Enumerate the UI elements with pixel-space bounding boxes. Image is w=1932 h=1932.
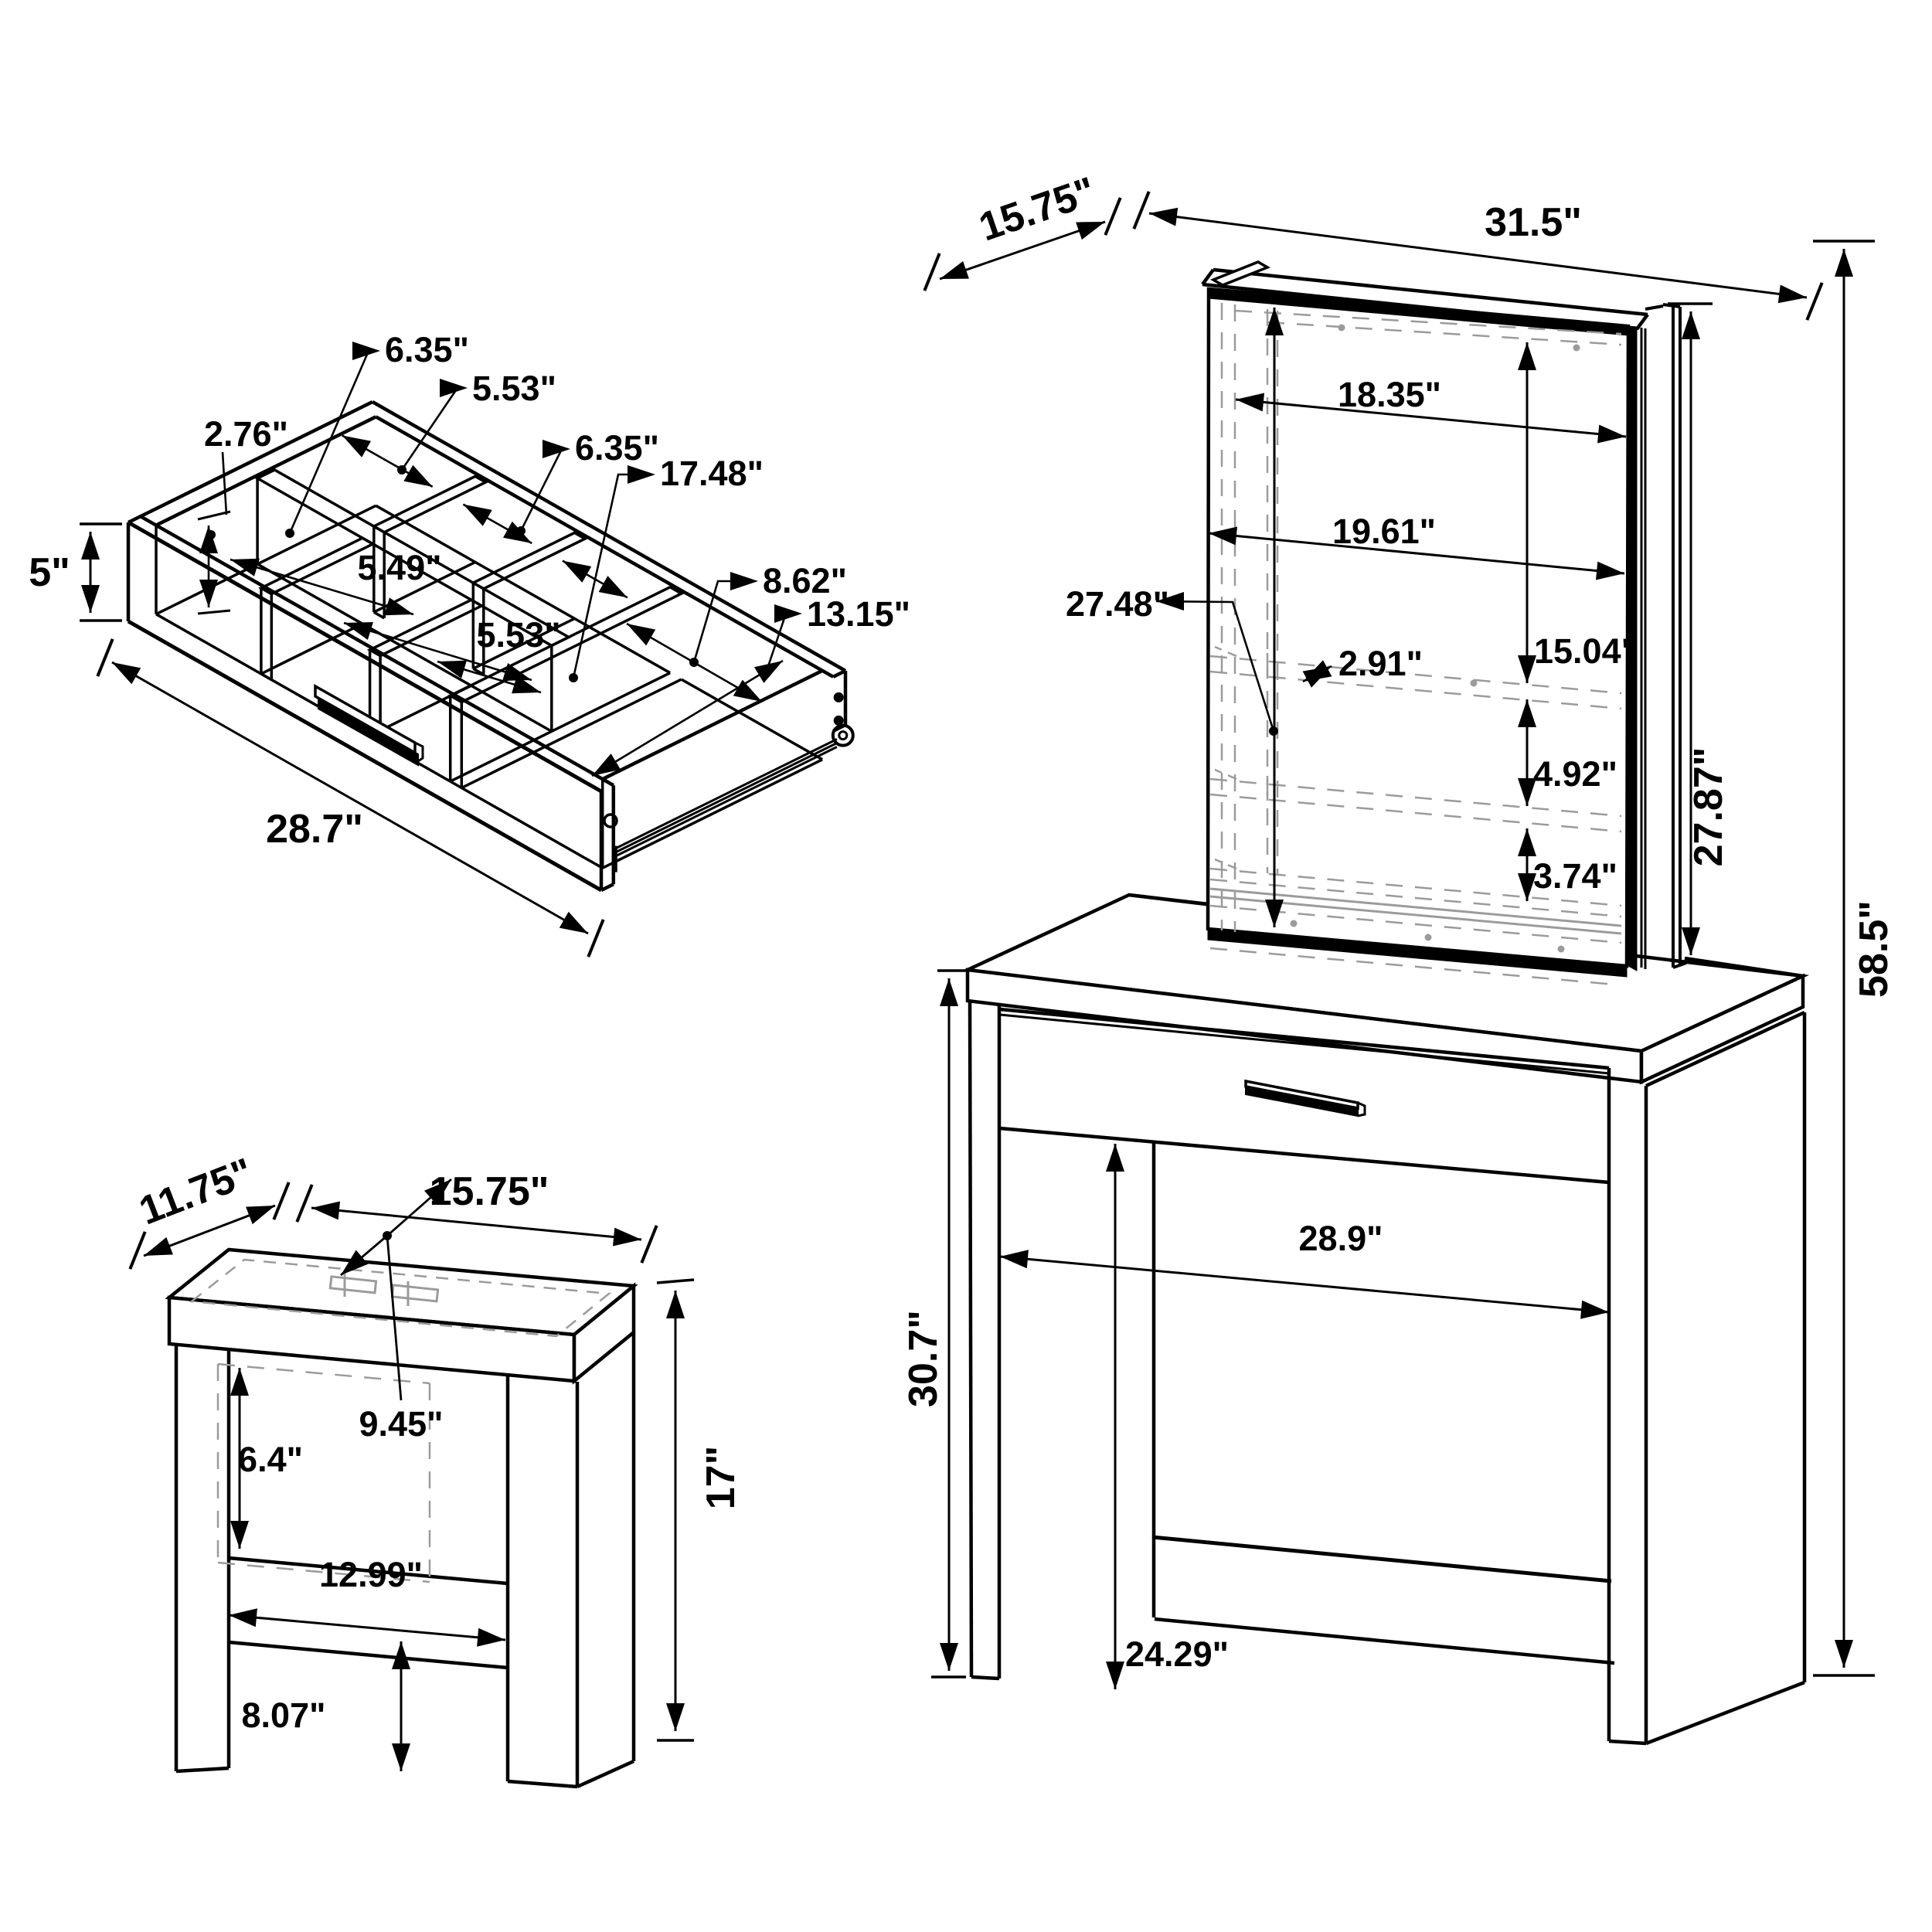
svg-text:6.4": 6.4" <box>238 1440 303 1479</box>
svg-text:18.35": 18.35" <box>1338 375 1441 414</box>
svg-text:30.7": 30.7" <box>901 1310 946 1407</box>
svg-text:6.35": 6.35" <box>575 428 659 468</box>
svg-text:15.04": 15.04" <box>1534 631 1638 671</box>
svg-text:27.87": 27.87" <box>1686 747 1731 867</box>
svg-text:4.92": 4.92" <box>1533 754 1617 794</box>
svg-text:24.29": 24.29" <box>1125 1634 1229 1674</box>
svg-text:58.5": 58.5" <box>1852 900 1896 998</box>
svg-text:5": 5" <box>29 550 70 595</box>
svg-text:31.5": 31.5" <box>1485 200 1582 245</box>
svg-text:5.53": 5.53" <box>477 615 561 655</box>
svg-text:27.48": 27.48" <box>1066 584 1169 624</box>
svg-text:12.99": 12.99" <box>319 1555 423 1594</box>
svg-text:17.48": 17.48" <box>660 454 764 493</box>
svg-text:2.91": 2.91" <box>1338 644 1423 683</box>
svg-text:5.53": 5.53" <box>472 369 556 408</box>
svg-text:5.49": 5.49" <box>358 548 442 587</box>
svg-text:13.15": 13.15" <box>807 594 910 634</box>
svg-text:28.9": 28.9" <box>1299 1219 1383 1258</box>
svg-text:17": 17" <box>699 1446 743 1510</box>
svg-text:15.75": 15.75" <box>430 1169 549 1214</box>
svg-text:9.45": 9.45" <box>359 1404 444 1444</box>
svg-text:19.61": 19.61" <box>1332 512 1436 551</box>
svg-text:8.62": 8.62" <box>763 561 847 600</box>
svg-text:8.07": 8.07" <box>242 1696 326 1735</box>
svg-text:28.7": 28.7" <box>266 807 363 852</box>
svg-text:2.76": 2.76" <box>204 414 288 454</box>
svg-text:6.35": 6.35" <box>385 330 469 369</box>
svg-text:3.74": 3.74" <box>1533 856 1617 896</box>
